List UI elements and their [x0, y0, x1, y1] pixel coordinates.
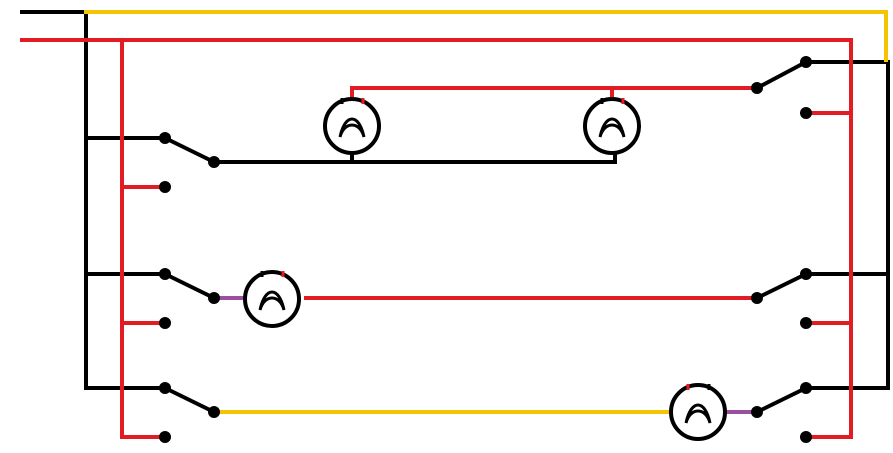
lamp-top-left [323, 97, 381, 155]
lamp-feed-wire-top [350, 86, 759, 102]
lamp-middle [243, 270, 301, 328]
lamp-top-right [583, 97, 641, 155]
switch-right-row2 [751, 268, 812, 329]
switch-left-row1 [159, 132, 220, 193]
switch-left-row2 [159, 268, 220, 329]
switch-right-row3 [751, 382, 812, 443]
traveler-wires [84, 10, 888, 414]
neutral-wires [20, 10, 890, 390]
lamp-return-wire-top [212, 148, 617, 164]
lamp-bottom [669, 383, 727, 441]
traveler-top-wire [84, 10, 888, 62]
live-wires [20, 38, 853, 439]
switch-right-row1 [751, 56, 812, 119]
switch-left-row3 [159, 382, 220, 443]
